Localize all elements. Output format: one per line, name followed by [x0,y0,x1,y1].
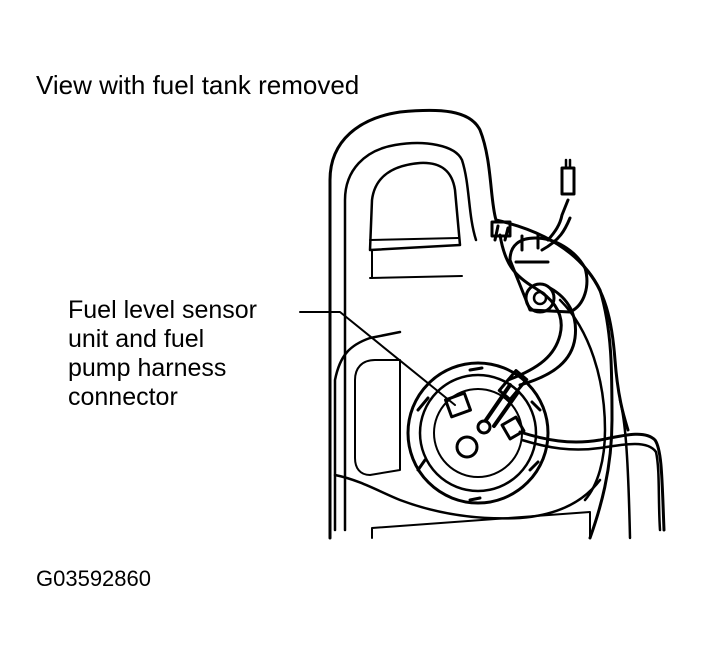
vent-fitting-stub [564,158,572,170]
canister-port [524,282,556,314]
fuel-line-3 [493,224,510,242]
canister-port-inner [532,290,548,306]
pump-nipple [476,419,492,435]
tank-bottom-step [371,511,591,539]
tank-right-wall [558,298,607,502]
pump-fitting [484,383,520,428]
vent-tube [540,198,572,252]
canister-body [508,236,589,314]
line-end-fitting [490,220,512,238]
pump-ring-outer [406,361,550,505]
outer-line-4 [618,398,632,540]
tank-upper-cavity [368,161,462,252]
connector-clip [500,415,526,441]
callout-line-3: pump harness [68,354,227,382]
callout-line-4: connector [68,383,178,411]
callout-label: Fuel level sensor unit and fuel pump har… [68,296,257,412]
pump-outlet [455,435,479,459]
outer-line-2 [518,430,666,532]
callout-line-2: unit and fuel [68,325,205,353]
pump-ring-tabs [416,366,542,502]
outer-line-3 [520,438,662,532]
tank-step-line-1 [369,237,459,241]
tank-inner-contour [343,141,478,532]
figure-id: G03592860 [36,566,151,591]
pump-ring-inner [418,373,538,493]
tank-lower-body [333,330,402,532]
diagram-title: View with fuel tank removed [36,70,360,100]
fuel-line-2 [518,286,578,387]
canister-valve [514,232,550,264]
tank-inner-panel [354,359,401,476]
callout-leader [299,311,456,406]
tank-step-line-2 [369,275,463,279]
tank-bottom-edge [333,473,602,520]
harness-connector [444,391,472,419]
callout-line-1: Fuel level sensor [68,296,257,324]
vent-fitting [560,166,576,196]
